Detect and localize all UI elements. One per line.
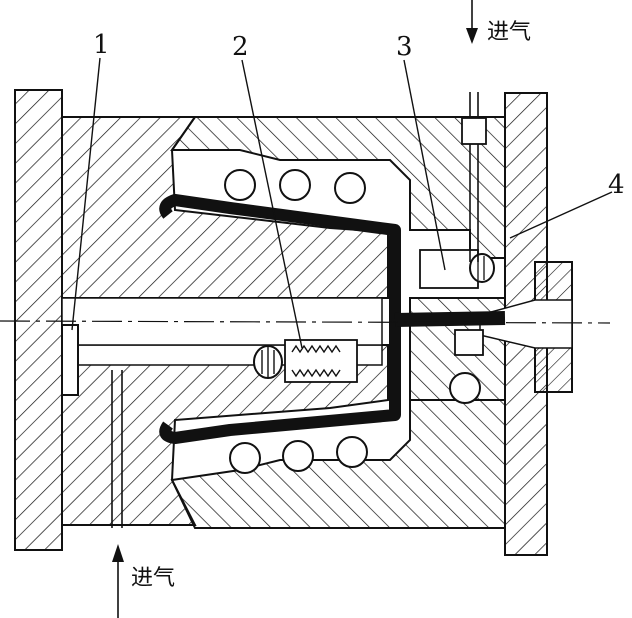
lower-cavity-block xyxy=(170,399,506,529)
callout-1-leader xyxy=(71,57,101,331)
cooling-channel xyxy=(282,440,314,472)
callout-4-leader xyxy=(509,191,613,239)
callout-2-leader xyxy=(241,59,303,349)
bottom-air-inlet-arrowhead xyxy=(112,544,124,562)
cooling-channel xyxy=(336,436,368,468)
top-air-inlet-arrowhead xyxy=(466,28,478,44)
top-air-passage xyxy=(461,117,487,145)
molded-part-sprue xyxy=(394,311,506,327)
air-valve-spring xyxy=(291,344,341,378)
cooling-channel xyxy=(224,169,256,201)
callout-1-label: 1 xyxy=(93,30,110,60)
upper-air-valve-head xyxy=(469,253,495,283)
ejector-ring-1 xyxy=(61,324,79,396)
bottom-air-inlet-label: 进气 xyxy=(131,566,176,591)
sprue-ejector-block xyxy=(454,329,484,356)
cooling-channel xyxy=(229,442,261,474)
left-clamp-plate xyxy=(14,89,63,551)
callout-2-label: 2 xyxy=(232,32,249,62)
core-block-lower xyxy=(61,344,389,526)
callout-3-leader xyxy=(403,59,446,271)
cooling-channel xyxy=(334,172,366,204)
callout-4-label: 4 xyxy=(608,170,625,200)
cooling-channel xyxy=(279,169,311,201)
center-line xyxy=(0,320,611,324)
top-air-inlet-label: 进气 xyxy=(487,20,532,45)
callout-3-label: 3 xyxy=(396,32,413,62)
cooling-channel xyxy=(449,372,481,404)
